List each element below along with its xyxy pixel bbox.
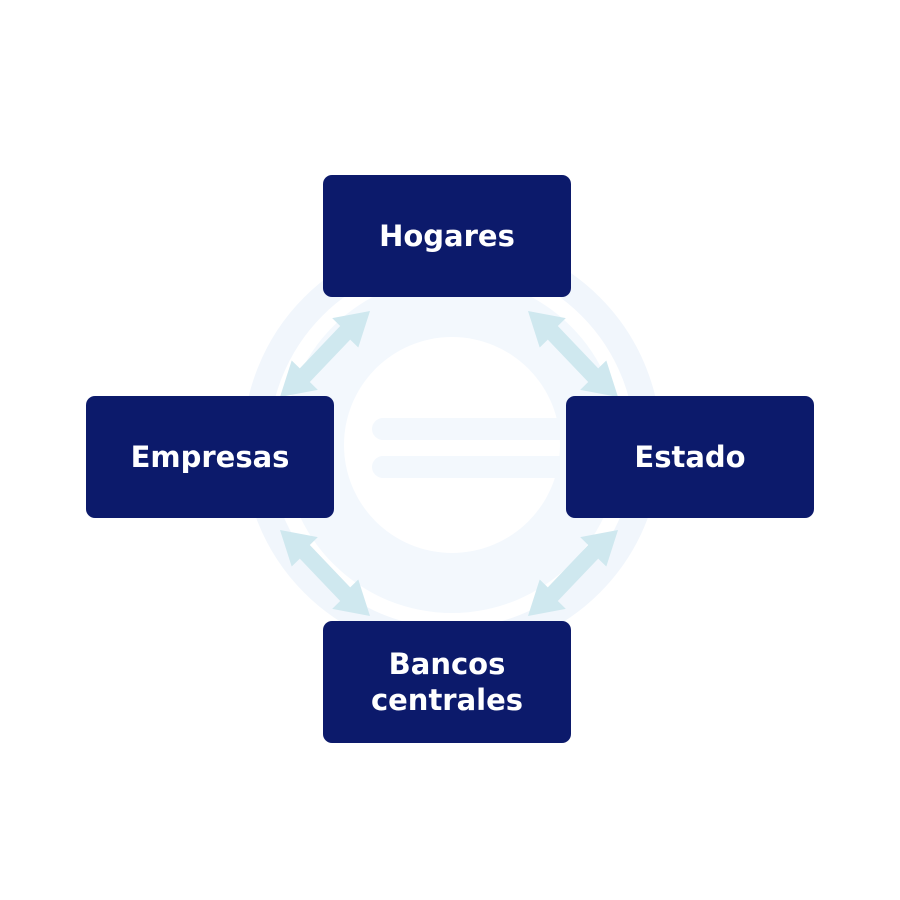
node-bancos-label-line1: Bancos [388, 647, 506, 681]
arrow-hogares-empresas [280, 311, 370, 397]
node-hogares: Hogares [323, 175, 571, 297]
node-bancos-centrales: Bancos centrales [323, 621, 571, 743]
arrow-empresas-bancos [280, 530, 370, 616]
node-empresas: Empresas [86, 396, 334, 518]
node-hogares-label: Hogares [379, 219, 515, 253]
arrow-estado-bancos [528, 530, 618, 616]
node-estado-label: Estado [634, 440, 746, 474]
node-bancos-label-line2: centrales [370, 683, 524, 717]
node-estado: Estado [566, 396, 814, 518]
node-empresas-label: Empresas [130, 440, 290, 474]
arrow-hogares-estado [528, 311, 618, 397]
